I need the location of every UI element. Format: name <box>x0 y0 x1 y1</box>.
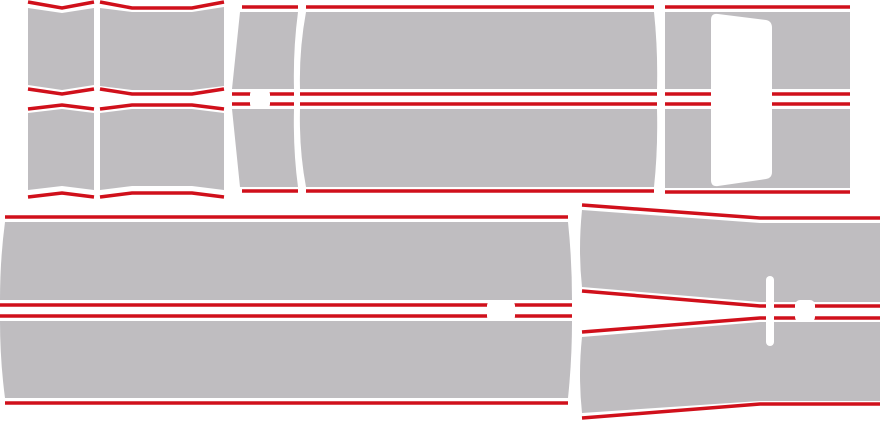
gray-panel <box>580 322 880 413</box>
red-stripe <box>99 0 225 10</box>
cutout <box>250 89 270 109</box>
red-stripe <box>27 191 95 199</box>
decal-piece-f <box>0 215 572 405</box>
gray-panel <box>299 109 658 187</box>
red-stripe <box>99 191 225 199</box>
decal-piece-e <box>665 5 850 194</box>
red-stripe <box>581 316 880 334</box>
red-stripe <box>300 92 657 106</box>
decal-piece-a <box>27 0 95 199</box>
gray-panel <box>580 210 880 302</box>
gray-panel <box>100 109 224 190</box>
red-stripe <box>581 203 880 220</box>
decal-piece-d <box>299 5 658 193</box>
red-stripe <box>99 87 225 96</box>
red-stripe <box>27 103 95 111</box>
red-stripe <box>581 402 880 420</box>
gray-panel <box>100 7 224 90</box>
decal-piece-b <box>99 0 225 199</box>
red-stripe <box>27 87 95 96</box>
gray-panel <box>232 109 298 187</box>
slot-cutout <box>766 276 774 346</box>
gray-panel <box>28 109 94 190</box>
red-stripe <box>27 0 95 10</box>
decal-piece-c <box>232 5 298 193</box>
decal-piece-g <box>580 203 880 420</box>
gray-panel <box>299 12 658 89</box>
gray-panel <box>232 12 298 89</box>
gray-panel <box>0 321 572 398</box>
red-stripe <box>99 103 225 111</box>
gray-panel <box>28 8 94 90</box>
cutout <box>795 300 815 322</box>
cutout <box>487 300 515 322</box>
gray-panel <box>0 222 572 300</box>
red-stripe <box>581 289 880 308</box>
red-stripe <box>0 303 572 318</box>
window-cutout <box>711 13 772 187</box>
